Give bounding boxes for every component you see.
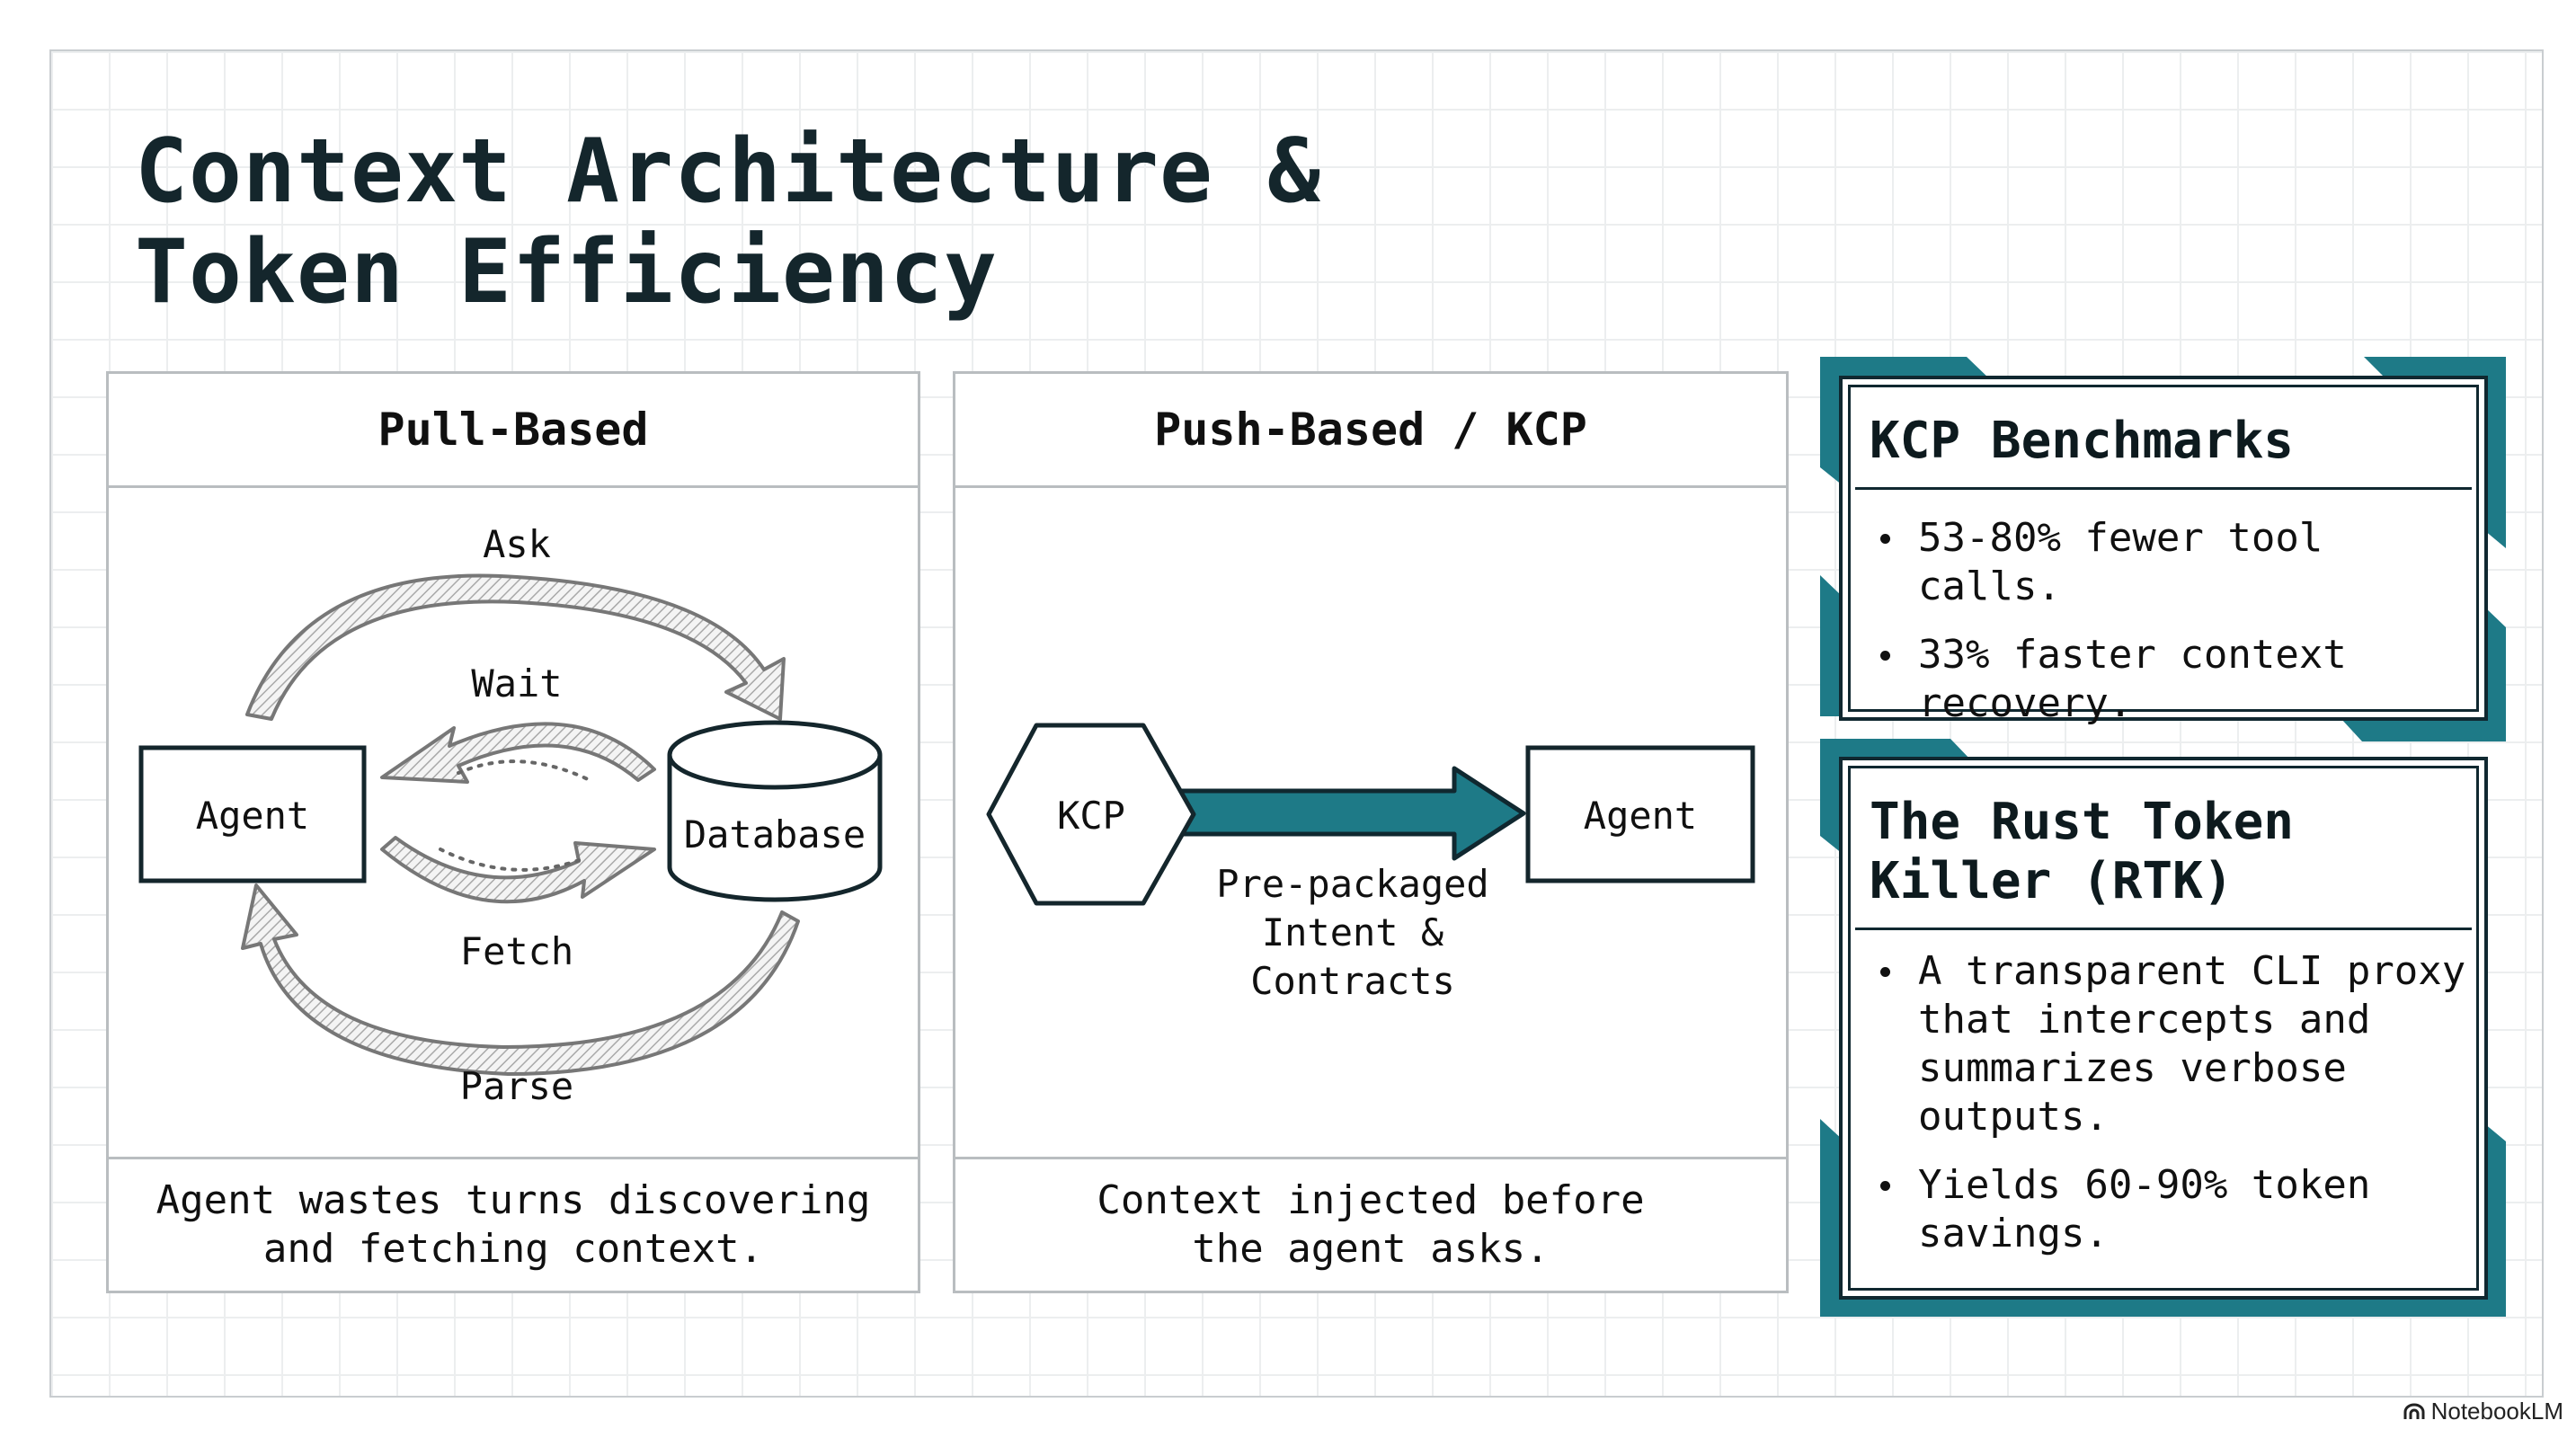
- push-caption-line-2: the agent asks.: [1192, 1226, 1550, 1272]
- fetch-label: Fetch: [460, 929, 573, 973]
- kcp-hexagon: [986, 723, 1196, 906]
- wait-arrow: [380, 722, 656, 784]
- pull-based-header: Pull-Based: [109, 374, 918, 488]
- push-agent-box: [1525, 745, 1755, 883]
- push-based-caption: Context injected before the agent asks.: [955, 1157, 1786, 1291]
- pull-based-caption: Agent wastes turns discovering and fetch…: [109, 1157, 918, 1291]
- push-based-header: Push-Based / KCP: [955, 374, 1786, 488]
- pull-agent-box: [138, 745, 367, 883]
- kcp-teal-arrow: [1175, 766, 1526, 861]
- parse-arrow: [241, 883, 800, 1076]
- rtk-card: The Rust Token Killer (RTK) A transparen…: [1839, 757, 2488, 1300]
- list-item: A transparent CLI proxy that intercepts …: [1870, 947, 2466, 1141]
- rtk-list: A transparent CLI proxy that intercepts …: [1870, 947, 2466, 1278]
- title-line-1: Context Architecture &: [135, 120, 1322, 223]
- kcp-benchmarks-title: KCP Benchmarks: [1855, 392, 2472, 490]
- pull-agent-label: Agent: [196, 794, 309, 838]
- notebooklm-logo-icon: [2403, 1403, 2425, 1419]
- wait-label: Wait: [471, 661, 562, 706]
- pull-caption-line-2: and fetching context.: [262, 1226, 764, 1272]
- ask-label: Ask: [483, 522, 551, 566]
- dotted-trace-top: [457, 759, 595, 784]
- arrow-label-line-3: Contracts: [1250, 959, 1455, 1003]
- notebooklm-watermark: NotebookLM: [2403, 1398, 2563, 1425]
- parse-label: Parse: [460, 1064, 573, 1108]
- database-cylinder: [667, 720, 883, 902]
- title-line-2: Token Efficiency: [135, 221, 999, 324]
- kcp-label: KCP: [1057, 794, 1125, 838]
- benchmarks-card-frame: [1820, 357, 2506, 741]
- pull-caption-line-1: Agent wastes turns discovering: [155, 1177, 871, 1223]
- page-title: Context Architecture & Token Efficiency: [135, 121, 1321, 323]
- list-item: 33% faster context recovery.: [1870, 631, 2466, 728]
- push-agent-label: Agent: [1584, 794, 1697, 838]
- database-label: Database: [684, 812, 866, 857]
- rtk-title-line-1: The Rust Token: [1870, 793, 2295, 851]
- list-item: Yields 60-90% token savings.: [1870, 1161, 2466, 1258]
- fetch-arrow: [380, 836, 656, 904]
- rtk-title-line-2: Killer (RTK): [1870, 852, 2234, 910]
- kcp-benchmarks-list: 53-80% fewer tool calls. 33% faster cont…: [1870, 514, 2466, 748]
- kcp-benchmarks-card: KCP Benchmarks 53-80% fewer tool calls. …: [1839, 376, 2488, 726]
- push-caption-line-1: Context injected before: [1097, 1177, 1645, 1223]
- ask-arrow: [245, 573, 786, 721]
- list-item: 53-80% fewer tool calls.: [1870, 514, 2466, 611]
- arrow-label-line-1: Pre-packaged: [1216, 862, 1488, 906]
- rtk-title: The Rust Token Killer (RTK): [1855, 773, 2472, 930]
- dotted-trace-bottom: [439, 848, 586, 872]
- arrow-label-line-2: Intent &: [1262, 910, 1444, 954]
- brand-name: NotebookLM: [2430, 1398, 2563, 1425]
